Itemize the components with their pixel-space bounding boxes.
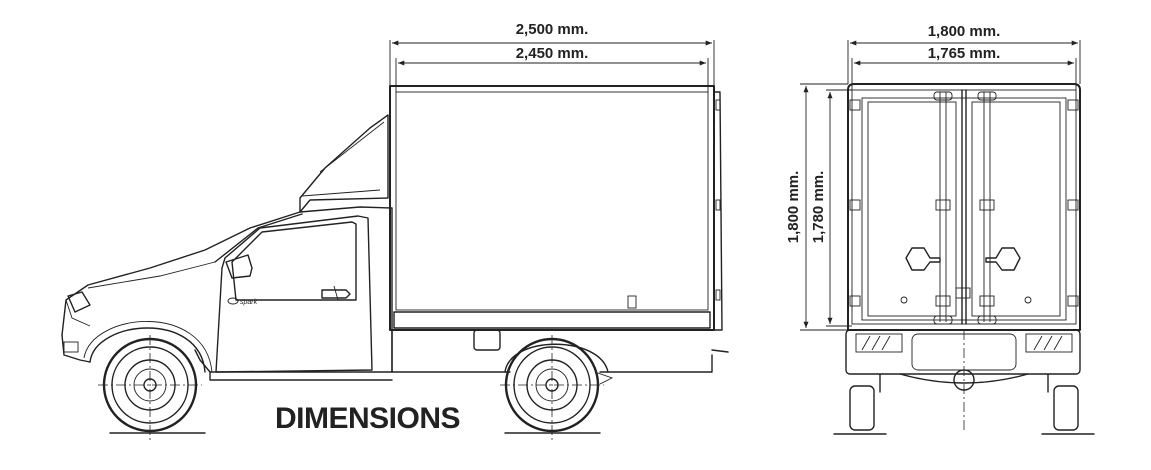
inner-length-label: 2,450 mm.	[516, 45, 589, 62]
rear-height-dimensions: 1,800 mm. 1,780 mm.	[785, 83, 852, 331]
rear-wheel	[500, 335, 604, 440]
overall-height-label: 1,800 mm.	[785, 171, 802, 244]
rear-width-dimensions: 1,800 mm. 1,765 mm.	[847, 23, 1081, 90]
front-wheel	[98, 335, 202, 440]
diagram-title: DIMENSIONS	[275, 402, 460, 435]
overall-length-label: 2,500 mm.	[516, 21, 589, 38]
overall-width-label: 1,800 mm.	[928, 23, 1001, 40]
door-badge: spark	[240, 299, 258, 306]
side-view-truck: spark	[61, 85, 729, 440]
rear-view-truck	[833, 83, 1095, 435]
side-length-dimensions: 2,500 mm. 2,450 mm.	[389, 21, 715, 92]
inner-width-label: 1,765 mm.	[928, 45, 1001, 62]
inner-height-label: 1,780 mm.	[810, 171, 827, 244]
